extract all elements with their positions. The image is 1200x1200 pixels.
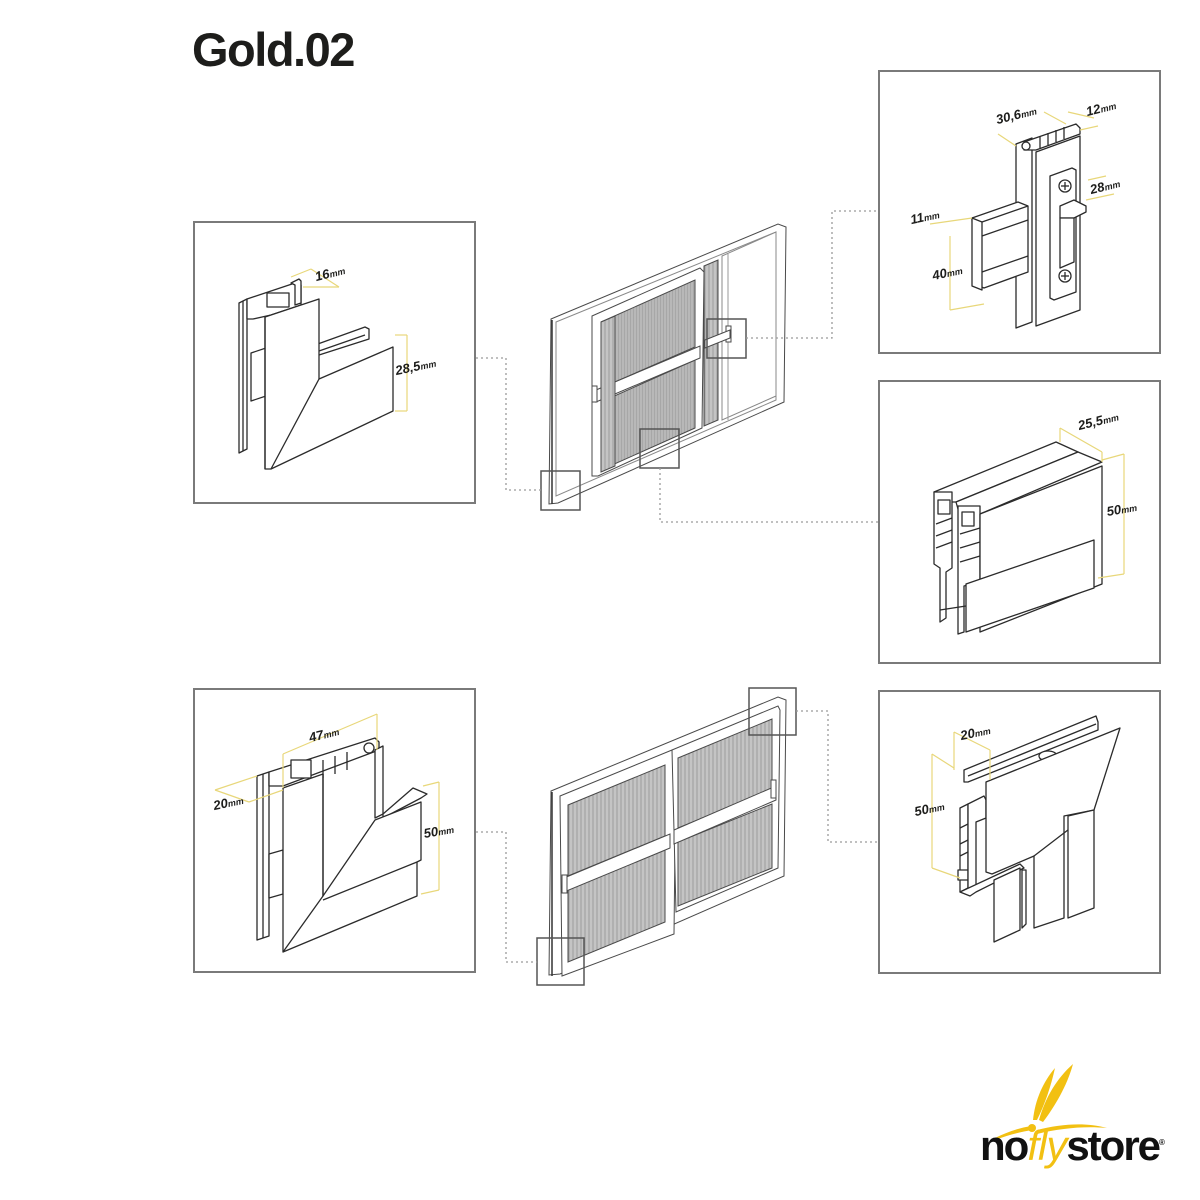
connector-lines <box>476 210 878 963</box>
top-frame-corner-profile-drawing <box>931 715 1121 943</box>
product-title: Gold.02 <box>192 23 355 76</box>
mosquito-wing-icon <box>995 1064 1107 1140</box>
logo-wordmark: noflystore® <box>980 1122 1165 1169</box>
callout-boxes-top <box>540 318 747 511</box>
sliding-screen-window-bottom <box>548 696 787 977</box>
callout-boxes-bottom <box>536 687 797 986</box>
detail-panel-top-right: 30,6mm 12mm 28mm 11mm 40mm <box>878 70 1161 354</box>
detail-panel-middle-right: 25,5mm 50mm <box>878 380 1161 664</box>
side-frame-corner-profile-drawing <box>238 268 408 470</box>
frame-corner-profile-wide-drawing <box>214 713 440 953</box>
nofly-store-logo: noflystore® <box>975 1050 1180 1180</box>
handle-latch-profile-drawing <box>929 111 1115 329</box>
detail-panel-bottom-left: 47mm 20mm 50mm <box>193 688 476 973</box>
bottom-double-track-profile-drawing <box>933 427 1125 635</box>
detail-panel-top-left: 16mm 28,5mm <box>193 221 476 504</box>
sliding-screen-window-top <box>548 223 787 505</box>
detail-panel-bottom-right: 20mm 50mm <box>878 690 1161 974</box>
